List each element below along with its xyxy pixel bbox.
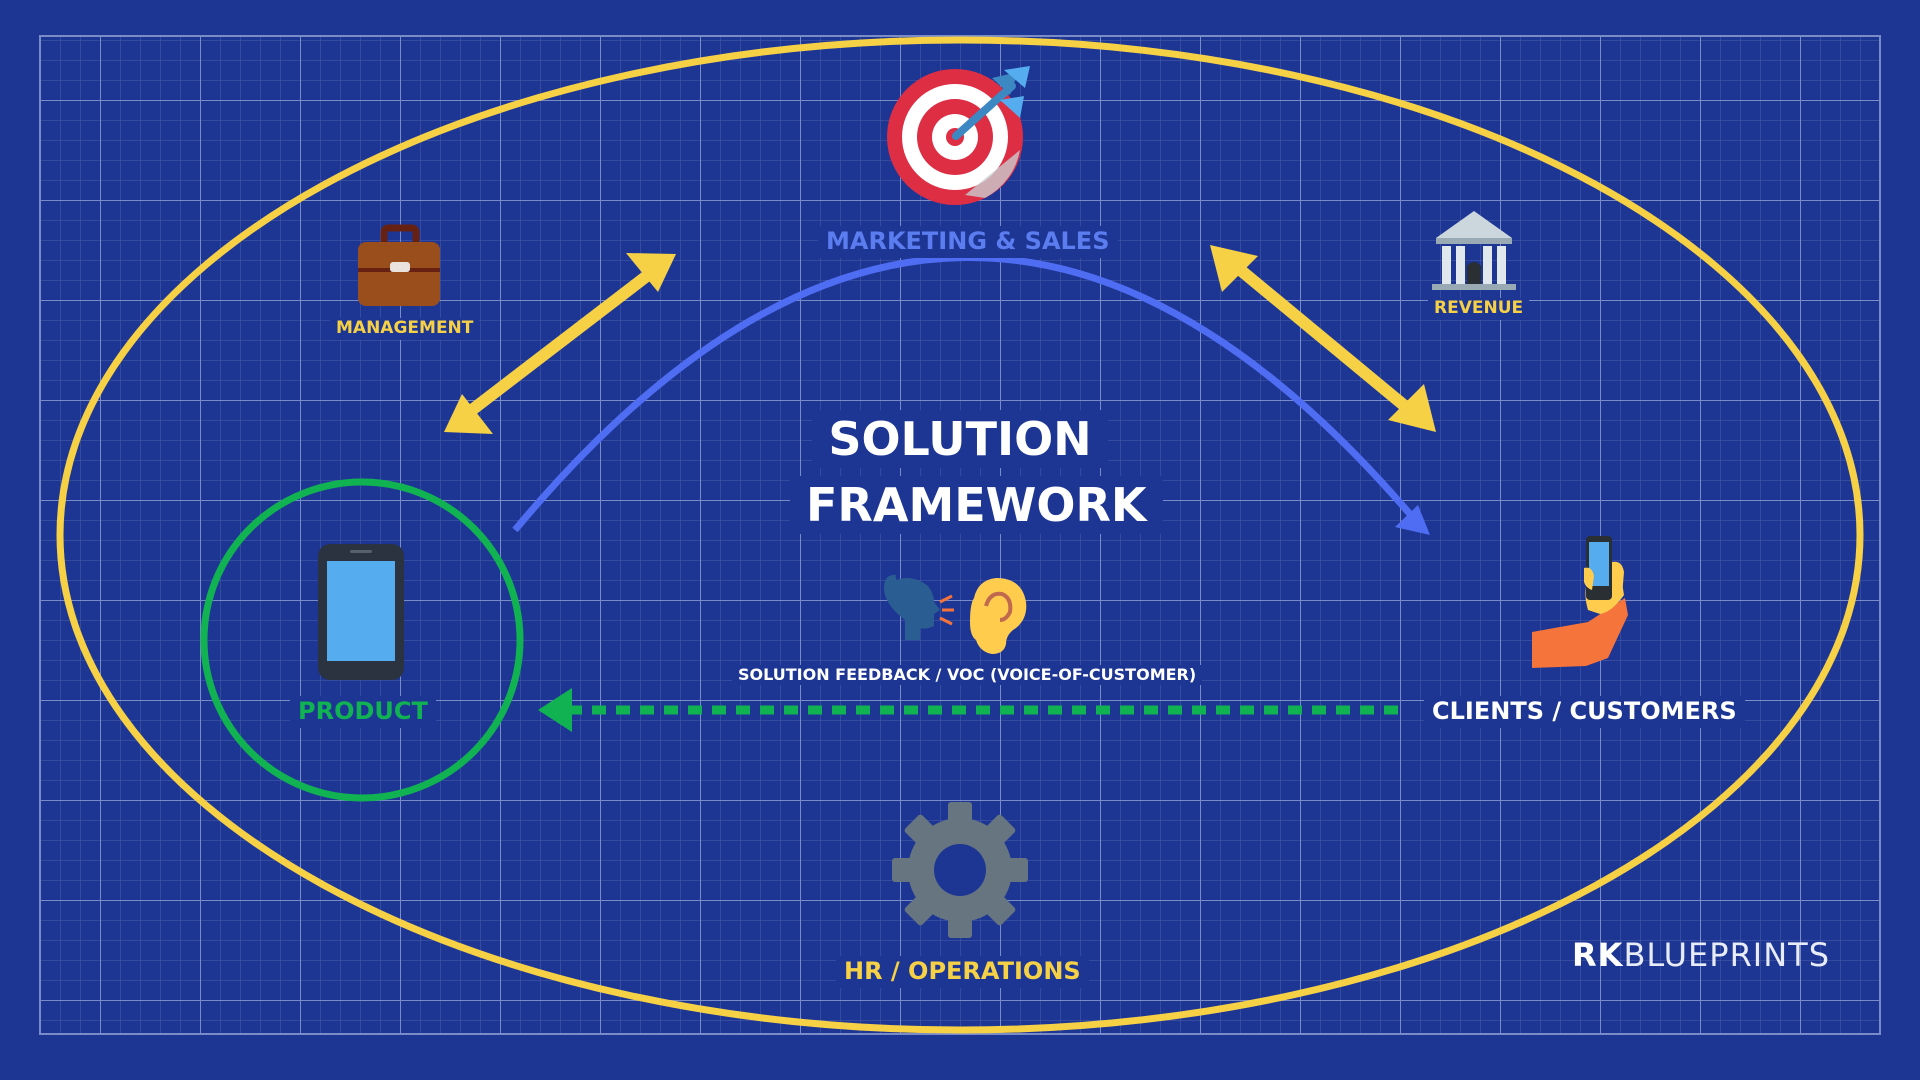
marketing-clients-arrow [1210, 245, 1436, 432]
feedback-label: SOLUTION FEEDBACK / VOC (VOICE-OF-CUSTOM… [732, 665, 1203, 686]
marketing-sales-label: MARKETING & SALES [818, 226, 1118, 258]
hand-holding-phone-icon [1532, 536, 1628, 668]
product-circle [200, 478, 524, 802]
smartphone-icon [318, 544, 404, 680]
brand-thin: BLUEPRINTS [1623, 936, 1831, 974]
arc-arrowhead [1395, 505, 1430, 535]
grid-border [39, 35, 1881, 1035]
feedback-arrow [538, 688, 1398, 732]
clients-customers-label: CLIENTS / CUSTOMERS [1424, 696, 1745, 728]
hr-operations-label: HR / OPERATIONS [836, 956, 1089, 988]
brand-bold: RK [1572, 936, 1624, 974]
title-line-1: SOLUTION [790, 410, 1130, 468]
briefcase-icon [358, 224, 440, 306]
title-line-2: FRAMEWORK [790, 476, 1163, 534]
management-marketing-arrow [444, 253, 676, 434]
rk-blueprints-logo: RKBLUEPRINTS [1572, 936, 1830, 974]
framework-ellipse [56, 36, 1864, 1034]
product-label: PRODUCT [290, 696, 436, 728]
revenue-label: REVENUE [1428, 298, 1530, 320]
management-label: MANAGEMENT [330, 318, 480, 340]
bank-building-icon [1432, 211, 1516, 290]
speaking-head-ear-icon [884, 574, 1027, 654]
target-dart-icon [887, 66, 1030, 205]
gear-icon [892, 802, 1028, 938]
